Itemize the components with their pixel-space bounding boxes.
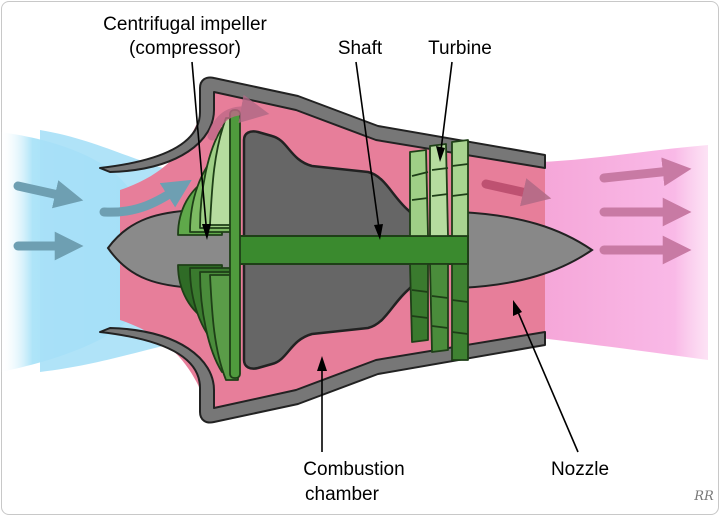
flow-arrows — [13, 94, 692, 265]
label-combustion: Combustion — [303, 459, 404, 480]
compressor-backplate — [229, 109, 241, 379]
label-nozzle: Nozzle — [551, 459, 609, 480]
label-impeller: Centrifugal impeller — [103, 14, 267, 35]
shaft — [235, 235, 469, 265]
turbine-blades — [409, 139, 469, 361]
leader-lines — [191, 61, 579, 453]
label-combustion-sub: chamber — [305, 484, 380, 505]
label-turbine: Turbine — [428, 38, 492, 59]
label-shaft: Shaft — [338, 38, 383, 59]
leader-arrowheads — [202, 146, 522, 371]
author-signature: RR — [693, 489, 714, 504]
nozzle-cone — [459, 210, 594, 290]
label-impeller-sub: (compressor) — [129, 38, 241, 59]
